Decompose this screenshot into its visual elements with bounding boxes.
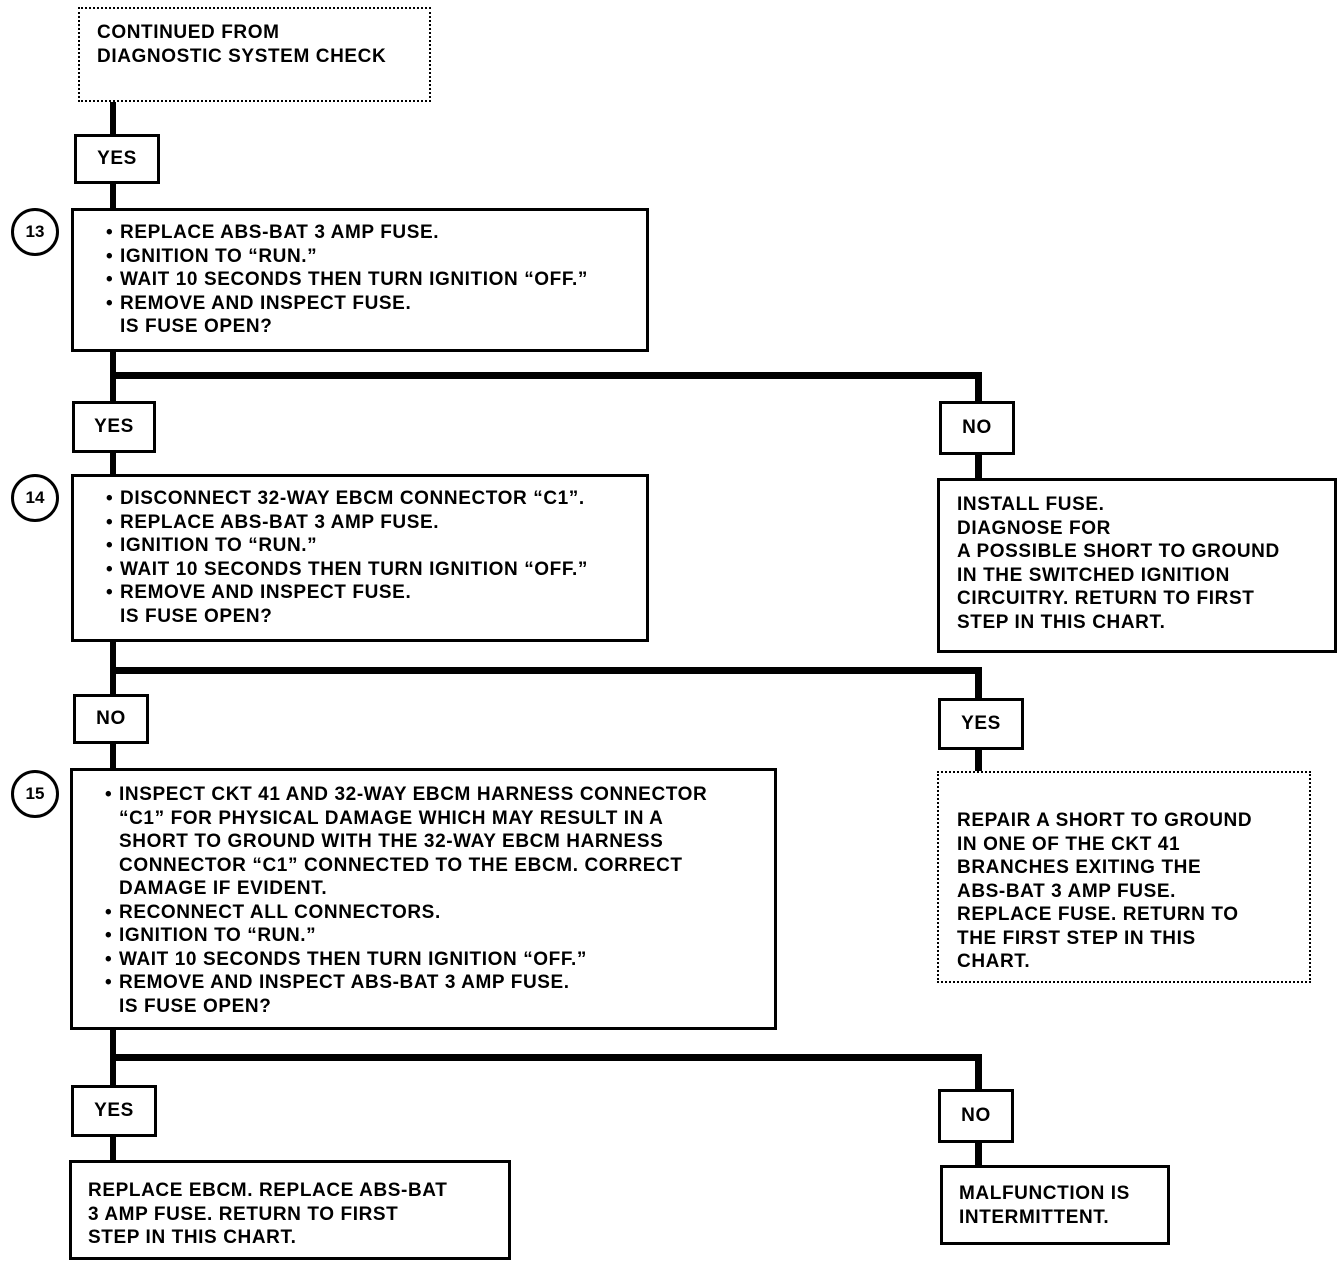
yes-label-step-13: YES [72, 401, 156, 453]
start-line-1: CONTINUED FROM [97, 22, 280, 43]
step-13-box: REPLACE ABS-BAT 3 AMP FUSE. IGNITION TO … [71, 208, 649, 352]
step-14-bullet: WAIT 10 SECONDS THEN TURN IGNITION “OFF.… [104, 558, 646, 582]
step-15-bullet: REMOVE AND INSPECT ABS-BAT 3 AMP FUSE. [103, 971, 774, 995]
intermittent-result-box: MALFUNCTION IS INTERMITTENT. [940, 1165, 1170, 1245]
step-15-box: INSPECT CKT 41 AND 32-WAY EBCM HARNESS C… [70, 768, 777, 1030]
connector-line [110, 1054, 982, 1061]
step-14-number: 14 [11, 474, 59, 522]
step-15-bullet: WAIT 10 SECONDS THEN TURN IGNITION “OFF.… [103, 948, 774, 972]
step-13-bullet: WAIT 10 SECONDS THEN TURN IGNITION “OFF.… [104, 268, 646, 292]
step-13-question: IS FUSE OPEN? [120, 316, 273, 337]
no-label-step-13: NO [939, 401, 1015, 455]
no-label-step-15: NO [938, 1089, 1014, 1143]
step-15-bullet: RECONNECT ALL CONNECTORS. [103, 901, 774, 925]
start-box: CONTINUED FROM DIAGNOSTIC SYSTEM CHECK [78, 7, 431, 102]
step-13-bullet: REMOVE AND INSPECT FUSE. [104, 292, 646, 316]
step-14-box: DISCONNECT 32-WAY EBCM CONNECTOR “C1”. R… [71, 474, 649, 642]
connector-line [110, 372, 982, 379]
no-label-step-14: NO [73, 694, 149, 744]
step-15-bullets: INSPECT CKT 41 AND 32-WAY EBCM HARNESS C… [103, 783, 774, 995]
connector-line [110, 667, 982, 674]
step-15-bullet: IGNITION TO “RUN.” [103, 924, 774, 948]
replace-ebcm-result-box: REPLACE EBCM. REPLACE ABS-BAT 3 AMP FUSE… [69, 1160, 511, 1260]
step-15-number: 15 [11, 770, 59, 818]
step-15-question: IS FUSE OPEN? [119, 995, 272, 1017]
start-line-2: DIAGNOSTIC SYSTEM CHECK [97, 45, 387, 67]
step-13-number: 13 [11, 208, 59, 256]
repair-short-result-box: REPAIR A SHORT TO GROUND IN ONE OF THE C… [937, 771, 1311, 983]
step-14-bullet: REPLACE ABS-BAT 3 AMP FUSE. [104, 511, 646, 535]
step-13-bullet: IGNITION TO “RUN.” [104, 245, 646, 269]
step-14-question: IS FUSE OPEN? [120, 605, 273, 627]
yes-label-step-14: YES [938, 698, 1024, 750]
step-14-bullet: REMOVE AND INSPECT FUSE. [104, 581, 646, 605]
step-14-bullet: IGNITION TO “RUN.” [104, 534, 646, 558]
yes-label-step-15: YES [71, 1085, 157, 1137]
yes-label-start: YES [74, 134, 160, 184]
step-13-bullet: REPLACE ABS-BAT 3 AMP FUSE. [104, 221, 646, 245]
install-fuse-result-box: INSTALL FUSE. DIAGNOSE FOR A POSSIBLE SH… [937, 478, 1337, 653]
step-15-bullet: INSPECT CKT 41 AND 32-WAY EBCM HARNESS C… [103, 783, 774, 901]
step-14-bullet: DISCONNECT 32-WAY EBCM CONNECTOR “C1”. [104, 487, 646, 511]
step-13-bullets: REPLACE ABS-BAT 3 AMP FUSE. IGNITION TO … [104, 221, 646, 315]
step-14-bullets: DISCONNECT 32-WAY EBCM CONNECTOR “C1”. R… [104, 487, 646, 605]
